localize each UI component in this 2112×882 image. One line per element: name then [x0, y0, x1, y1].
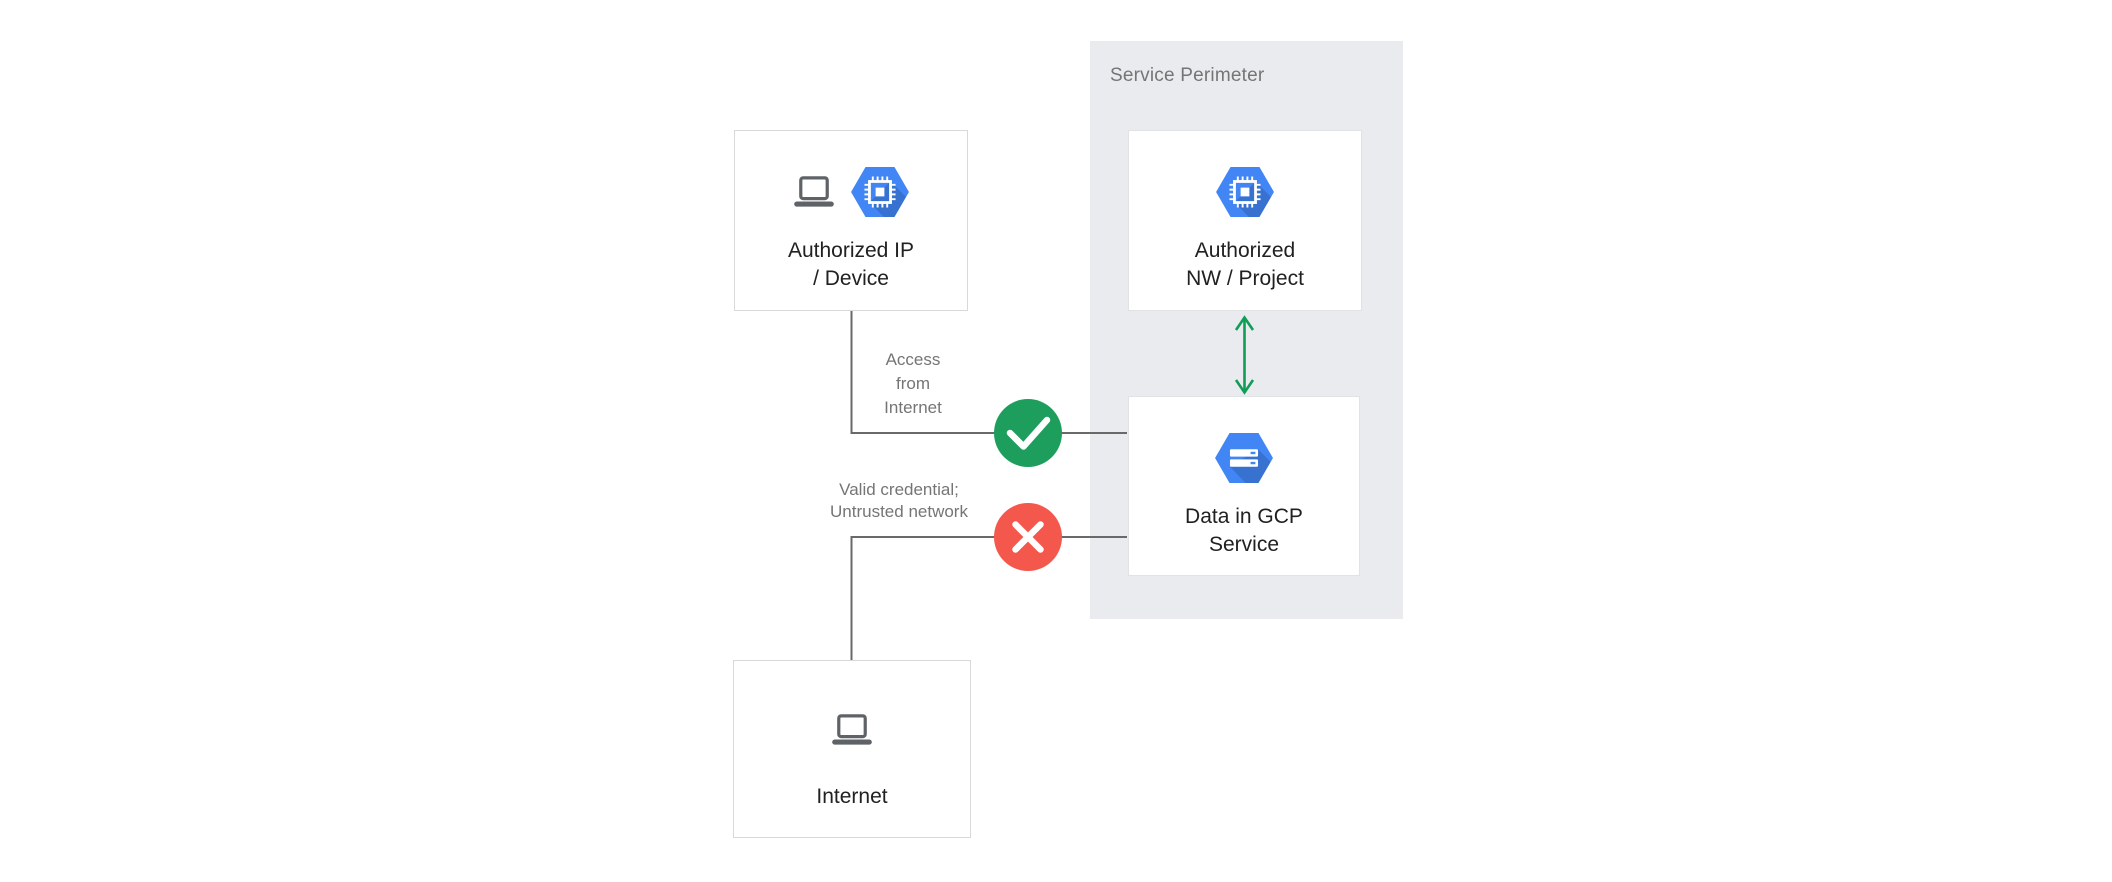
node-icon-row — [1215, 433, 1273, 483]
gcp-storage-icon — [1215, 433, 1273, 483]
annotation-line: Internet — [884, 398, 942, 417]
laptop-icon — [794, 176, 834, 207]
node-internet: Internet — [733, 660, 971, 838]
node-label-line: NW / Project — [1186, 267, 1304, 290]
annotation-access-from-internet: Access from Internet — [833, 348, 993, 420]
node-label-line: Data in GCP — [1185, 505, 1303, 528]
node-label-line: Authorized — [1194, 239, 1296, 262]
annotation-line: from — [896, 374, 930, 393]
node-authorized-nw-project: Authorized NW / Project — [1128, 130, 1362, 311]
laptop-icon — [832, 714, 872, 745]
service-perimeter-label: Service Perimeter — [1110, 65, 1265, 86]
node-label-line: Authorized IP — [787, 239, 915, 262]
allowed-badge — [994, 399, 1062, 467]
node-label-line: / Device — [813, 267, 889, 290]
cross-icon — [1012, 521, 1044, 553]
node-label-line: Internet — [816, 785, 888, 808]
node-authorized-ip-device: Authorized IP / Device — [734, 130, 968, 311]
node-data-in-gcp-service: Data in GCP Service — [1128, 396, 1360, 576]
compute-engine-icon — [1216, 167, 1274, 217]
compute-engine-icon — [851, 167, 909, 217]
connector-internet-to-data — [850, 536, 1127, 660]
node-label: Data in GCP Service — [1185, 503, 1303, 559]
node-label: Authorized NW / Project — [1186, 237, 1304, 293]
annotation-valid-credential: Valid credential; Untrusted network — [789, 479, 1009, 523]
node-label: Authorized IP / Device — [788, 237, 914, 293]
annotation-line: Access — [885, 350, 941, 369]
node-label: Internet — [816, 783, 887, 811]
node-icon-row — [1216, 167, 1274, 217]
check-icon — [1006, 416, 1051, 450]
node-label-line: Service — [1208, 533, 1279, 556]
annotation-line: Valid credential; — [839, 480, 959, 499]
node-icon-row — [793, 167, 909, 217]
annotation-line: Untrusted network — [830, 502, 968, 521]
node-icon-row — [831, 705, 873, 755]
